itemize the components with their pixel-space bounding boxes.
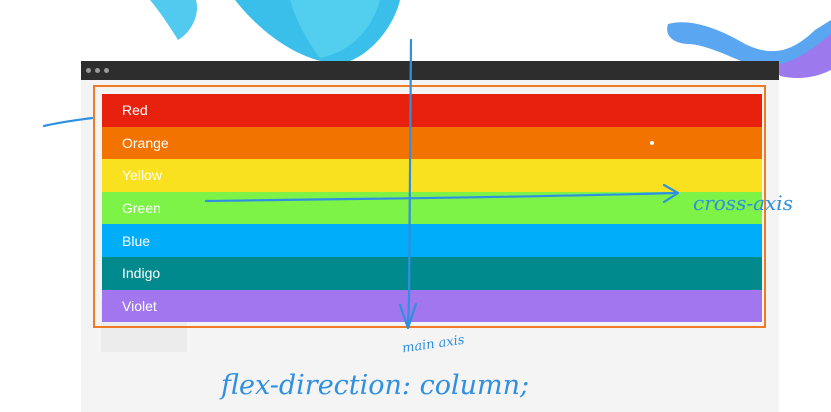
window-dot-1[interactable] [86, 68, 91, 73]
flex-direction-annotation: flex-direction: column; [221, 370, 530, 401]
flex-item-red: Red [102, 94, 762, 127]
window-dot-3[interactable] [104, 68, 109, 73]
browser-window: Red Orange Yellow Green Blue Indigo Viol… [81, 61, 779, 412]
flex-item-green: Green [102, 191, 762, 225]
browser-titlebar [81, 61, 779, 80]
item-label: Red [122, 102, 148, 119]
item-label: Yellow [122, 167, 162, 184]
item-label: Violet [122, 297, 157, 314]
window-dot-2[interactable] [95, 68, 100, 73]
item-label: Indigo [122, 265, 161, 282]
flex-item-yellow: Yellow [102, 159, 762, 192]
cross-axis-annotation: cross-axis [693, 191, 793, 215]
flex-container: Red Orange Yellow Green Blue Indigo Viol… [93, 85, 766, 328]
flex-item-violet: Violet [102, 289, 762, 323]
flex-item-orange: Orange [102, 126, 762, 160]
flex-item-blue: Blue [102, 224, 762, 257]
item-label: Blue [122, 232, 151, 249]
item-label: Orange [122, 134, 169, 151]
cursor-dot [650, 141, 654, 145]
item-label: Green [122, 200, 161, 217]
flex-items: Red Orange Yellow Green Blue Indigo Viol… [102, 94, 762, 323]
flex-item-indigo: Indigo [102, 256, 762, 290]
